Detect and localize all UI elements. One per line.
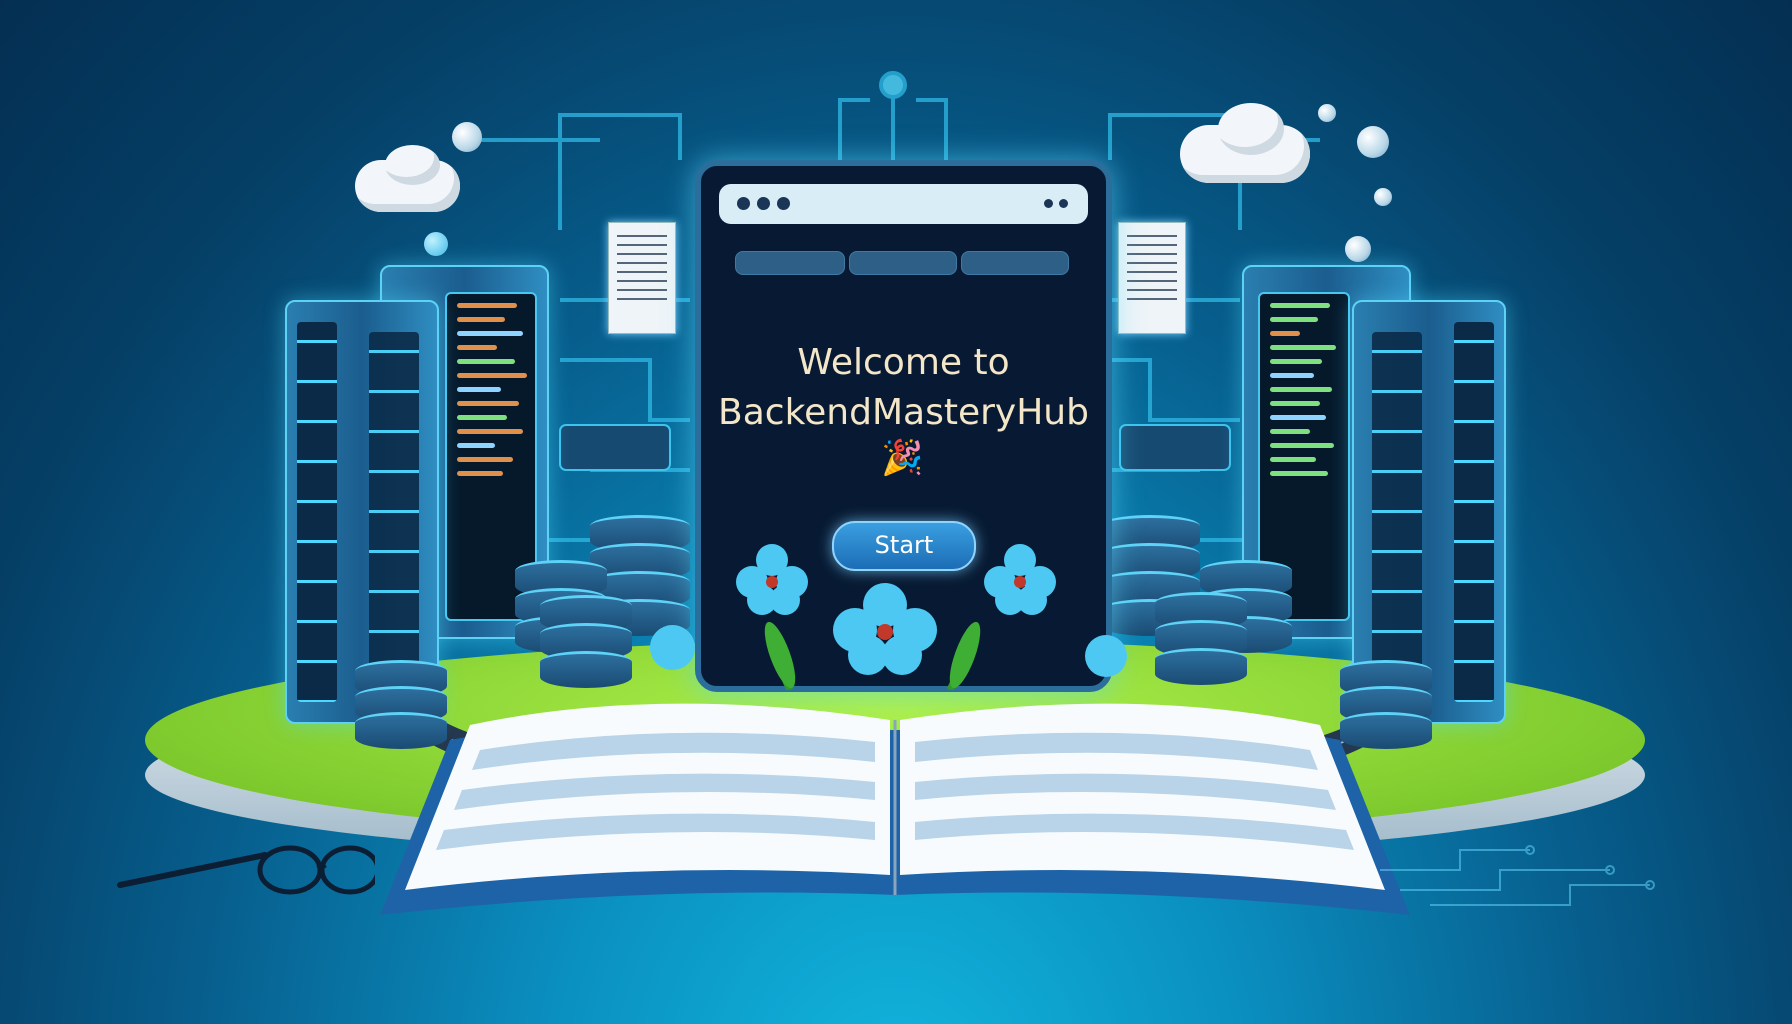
pen-icon [117, 852, 268, 888]
blueprint-sketch [1380, 845, 1655, 906]
rack-drives [1372, 332, 1422, 692]
bubble-icon [452, 122, 482, 152]
flower-icon [984, 544, 1056, 615]
cloud-icon [385, 145, 440, 185]
database-stack-icon [355, 660, 447, 749]
server-tower-right-front [1352, 300, 1506, 724]
open-book-icon [380, 703, 1410, 915]
menu-dot-icon [1059, 199, 1068, 208]
flower-icon [1085, 635, 1127, 677]
database-stack-icon [540, 595, 632, 688]
bubble-icon [424, 232, 448, 256]
window-dot-icon [737, 197, 750, 210]
welcome-heading-line1: Welcome to [797, 342, 1010, 383]
nav-tab[interactable] [961, 251, 1069, 275]
browser-address-bar [719, 184, 1088, 224]
window-dot-icon [757, 197, 770, 210]
rack-lights [297, 322, 337, 702]
rack-lights [1454, 322, 1494, 702]
window-dot-icon [777, 197, 790, 210]
database-stack-icon [1155, 592, 1247, 685]
database-stack-icon [1100, 515, 1200, 645]
document-icon [1118, 222, 1186, 334]
eyeglasses-icon [117, 845, 375, 895]
bubble-icon [1374, 188, 1392, 206]
nav-tab[interactable] [849, 251, 957, 275]
flower-icon [833, 583, 937, 675]
menu-dot-icon [1044, 199, 1053, 208]
nav-tab[interactable] [735, 251, 845, 275]
document-icon [608, 222, 676, 334]
bubble-icon [1357, 126, 1389, 158]
rack-drives [369, 332, 419, 692]
flower-bed [736, 544, 1056, 690]
welcome-heading-line2: BackendMasteryHub [718, 392, 1089, 433]
party-popper-icon: 🎉 [881, 438, 924, 478]
start-button[interactable]: Start [832, 521, 976, 571]
cloud-icon [1218, 103, 1284, 155]
bubble-icon [1345, 236, 1371, 262]
bubble-icon [1318, 104, 1336, 122]
server-tower-left-front [285, 300, 439, 724]
database-stack-icon [1340, 660, 1432, 749]
flower-icon [736, 544, 808, 615]
flower-icon [650, 625, 695, 670]
